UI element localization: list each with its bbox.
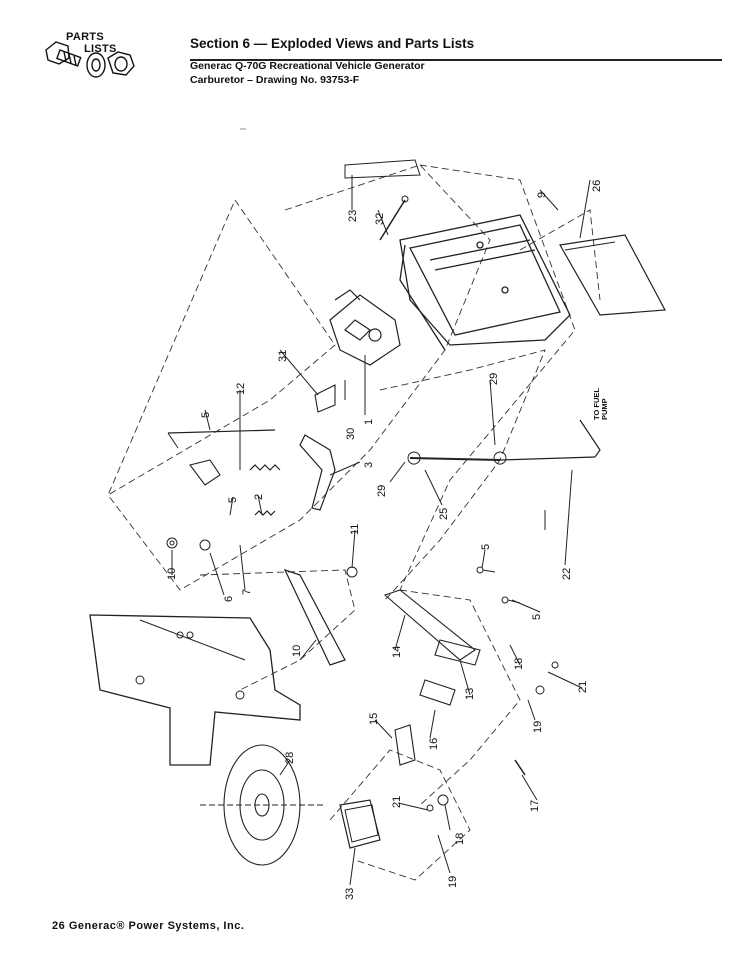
callout-18-lower: 18 xyxy=(454,833,466,845)
carburetor-body xyxy=(329,289,401,366)
linkage-rod-23 xyxy=(344,159,421,179)
gasket-plate xyxy=(559,234,666,316)
drawing-subtitle: Carburetor – Drawing No. 93753-F xyxy=(190,74,360,86)
callout-7: 7 xyxy=(241,589,253,595)
callout-4: 5 xyxy=(200,412,212,418)
section-title: Section 6 — Exploded Views and Parts Lis… xyxy=(190,36,475,51)
callout-25: 25 xyxy=(438,508,450,520)
page-footer: 26 Generac® Power Systems, Inc. xyxy=(52,920,244,932)
mounting-bracket xyxy=(339,799,381,849)
callout-13: 13 xyxy=(464,688,476,700)
callout-3: 3 xyxy=(363,462,375,468)
callout-28: 28 xyxy=(284,752,296,764)
callout-19-right: 19 xyxy=(532,721,544,733)
header-rule xyxy=(190,59,722,61)
callout-26: 26 xyxy=(591,180,603,192)
callout-29-upper: 29 xyxy=(488,373,500,385)
parts-lists-logo xyxy=(42,28,147,88)
callout-5-right: 5 xyxy=(531,614,543,620)
fuel-note-line1: TO FUEL xyxy=(592,388,601,420)
callout-18-upper: 18 xyxy=(513,658,525,670)
callout-8: 10 xyxy=(166,568,178,580)
callout-5-left: 5 xyxy=(227,497,239,503)
callout-29-lower: 29 xyxy=(376,485,388,497)
page-number: 26 xyxy=(52,920,66,932)
throttle-lever xyxy=(299,434,336,511)
callout-9: 10 xyxy=(291,645,303,657)
air-filter-box xyxy=(399,214,571,351)
callout-21-right: 21 xyxy=(577,681,589,693)
callout-19-lower: 19 xyxy=(447,876,459,888)
callout-5-middle: 5 xyxy=(480,544,492,550)
logo-lists-label: LISTS xyxy=(84,43,117,55)
page-header: Section 6 — Exploded Views and Parts Lis… xyxy=(190,36,722,55)
fuel-note-line2: PUMP xyxy=(600,398,609,420)
bolt-washer-nut-icon xyxy=(45,41,135,78)
callout-2: 2 xyxy=(253,494,265,500)
callout-31: 31 xyxy=(277,350,289,362)
callout-21-left: 21 xyxy=(391,796,403,808)
callout-11: 9 xyxy=(536,192,548,198)
callout-6: 6 xyxy=(223,596,235,602)
callout-12: 12 xyxy=(235,383,247,395)
engine-backplate xyxy=(89,614,301,766)
callout-15: 15 xyxy=(368,713,380,725)
callout-10: 11 xyxy=(349,524,361,535)
callout-30: 30 xyxy=(345,428,357,440)
choke-bracket xyxy=(283,568,346,666)
callout-33: 33 xyxy=(344,888,356,900)
logo-parts-label: PARTS xyxy=(66,31,104,43)
callout-32: 32 xyxy=(374,213,386,225)
callout-17: 17 xyxy=(529,800,541,812)
model-subtitle: Generac Q-70G Recreational Vehicle Gener… xyxy=(190,60,425,72)
callout-1: 1 xyxy=(363,419,375,425)
company-name: Generac® Power Systems, Inc. xyxy=(68,920,245,932)
flywheel-fan xyxy=(200,744,325,866)
callout-14: 14 xyxy=(391,646,403,658)
callout-23: 23 xyxy=(347,210,359,222)
callout-16: 16 xyxy=(428,738,440,750)
callout-22: 22 xyxy=(561,568,573,580)
